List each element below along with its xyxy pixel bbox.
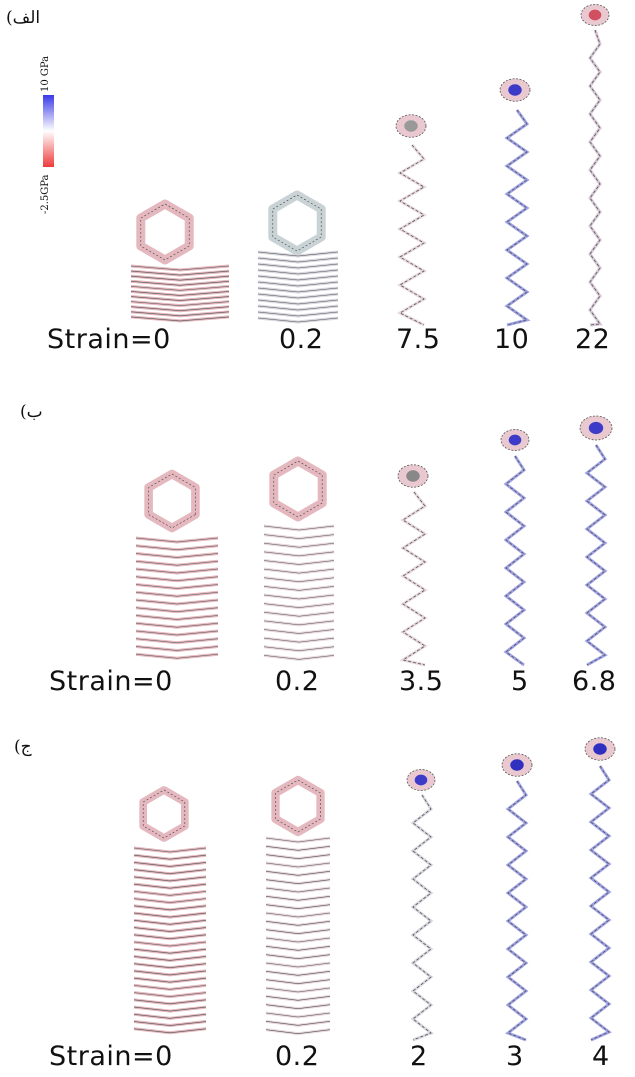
panel-c-stack-0 xyxy=(133,846,207,1035)
panel-c-strain-2: 2 xyxy=(410,1041,428,1072)
panel-a-head-2 xyxy=(395,114,427,138)
panel-c-ring-0 xyxy=(139,786,189,842)
panel-b-strain-4: 6.8 xyxy=(572,666,617,697)
panel-c-chain-4 xyxy=(588,765,612,1042)
panel-b-stack-1 xyxy=(263,524,335,661)
panel-a-chain-3 xyxy=(504,109,531,327)
panel-b-head-4 xyxy=(579,415,613,441)
panel-c-chain-2 xyxy=(410,794,435,1042)
panel-c-strain-1: 0.2 xyxy=(275,1041,320,1072)
panel-a-head-3 xyxy=(499,78,531,102)
panel-b-chain-2 xyxy=(399,491,428,667)
panel-c-stack-1 xyxy=(265,836,331,1036)
panel-c-ring-1 xyxy=(271,775,325,837)
panel-c-head-4 xyxy=(584,737,616,761)
colorbar-max-label: 10 GPa xyxy=(40,55,51,92)
panel-c-strain-0: Strain=0 xyxy=(49,1041,173,1072)
panel-c-strain-4: 4 xyxy=(592,1041,610,1072)
panel-b-chain-4 xyxy=(584,444,608,667)
panel-b-strain-0: Strain=0 xyxy=(49,666,173,697)
panel-a-chain-2 xyxy=(396,144,427,327)
panel-b-head-3 xyxy=(500,429,530,451)
panel-b-strain-3: 5 xyxy=(511,666,529,697)
panel-a-strain-1: 0.2 xyxy=(279,324,324,355)
panel-b-ring-1 xyxy=(269,456,327,522)
panel-a-stack-1 xyxy=(257,250,339,324)
panel-a-strain-0: Strain=0 xyxy=(47,324,171,355)
panel-a-chain-4 xyxy=(588,29,603,327)
panel-a-head-4 xyxy=(580,4,610,26)
panel-a-ring-0 xyxy=(136,199,194,265)
panel-b-strain-2: 3.5 xyxy=(399,666,444,697)
panel-b-head-2 xyxy=(397,464,429,488)
panel-c-chain-3 xyxy=(504,780,529,1042)
panel-b-stack-0 xyxy=(135,536,219,660)
panel-b-chain-3 xyxy=(503,455,527,667)
panel-b-ring-0 xyxy=(144,469,200,533)
panel-b-label: (ب xyxy=(20,402,43,422)
panel-a-strain-4: 22 xyxy=(575,324,611,355)
panel-c-head-2 xyxy=(406,769,436,791)
panel-a-ring-1 xyxy=(268,190,326,256)
panel-a-label: (الف xyxy=(6,8,41,28)
panel-c-head-3 xyxy=(501,753,533,777)
panel-a-stack-0 xyxy=(130,264,230,323)
panel-c-strain-3: 3 xyxy=(506,1041,524,1072)
panel-b-strain-1: 0.2 xyxy=(275,666,320,697)
stress-colorbar xyxy=(43,95,54,167)
panel-a-strain-2: 7.5 xyxy=(396,324,441,355)
colorbar-min-label: -2.5GPa xyxy=(40,174,51,214)
panel-c-label: (ج xyxy=(14,737,32,757)
panel-a-strain-3: 10 xyxy=(494,324,530,355)
